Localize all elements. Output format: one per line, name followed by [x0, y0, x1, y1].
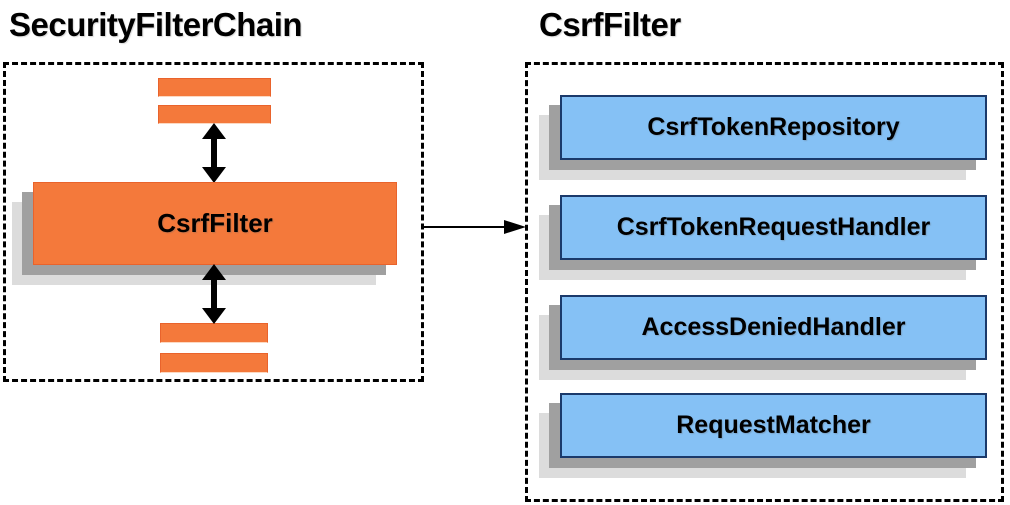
component-label: RequestMatcher: [676, 411, 871, 439]
security-filter-chain-panel: [3, 62, 424, 382]
component-label: CsrfTokenRepository: [647, 113, 900, 141]
flow-arrow-icon: [423, 218, 527, 236]
csrf-filter-label: CsrfFilter: [157, 208, 273, 238]
bidirectional-arrow-bottom-icon: [200, 264, 228, 324]
component-box-csrf-token-request-handler: CsrfTokenRequestHandler: [560, 195, 987, 260]
component-box-access-denied-handler: AccessDeniedHandler: [560, 295, 987, 360]
bidirectional-arrow-top-icon: [200, 123, 228, 183]
component-box-request-matcher: RequestMatcher: [560, 393, 987, 458]
csrf-filter-panel-title: CsrfFilter: [539, 6, 681, 43]
component-label: AccessDeniedHandler: [641, 313, 906, 341]
filter-chain-bar: [158, 105, 271, 124]
filter-chain-bar: [158, 78, 271, 97]
csrf-filter-box: CsrfFilter: [33, 182, 397, 265]
component-label: CsrfTokenRequestHandler: [616, 213, 931, 241]
filter-chain-bar: [160, 353, 268, 373]
filter-chain-bar: [160, 323, 268, 343]
component-box-csrf-token-repository: CsrfTokenRepository: [560, 95, 987, 160]
csrf-filter-panel: [525, 62, 1004, 502]
security-filter-chain-title: SecurityFilterChain: [9, 6, 303, 43]
